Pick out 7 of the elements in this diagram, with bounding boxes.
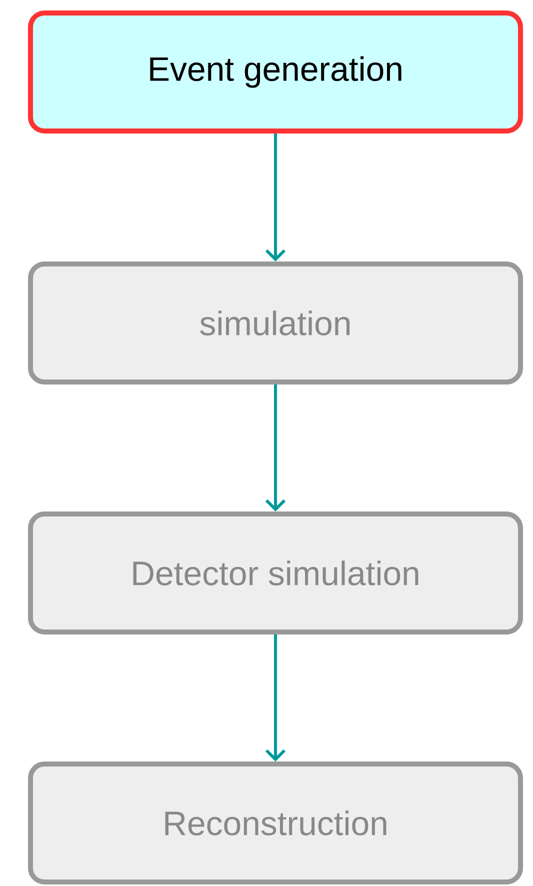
arrow: [265, 134, 286, 262]
process-box: Event generation: [28, 10, 523, 134]
process-box: simulation: [28, 262, 523, 384]
arrow: [265, 634, 286, 762]
process-box: Detector simulation: [28, 512, 523, 634]
process-box: Reconstruction: [28, 762, 523, 884]
arrow: [265, 384, 286, 512]
